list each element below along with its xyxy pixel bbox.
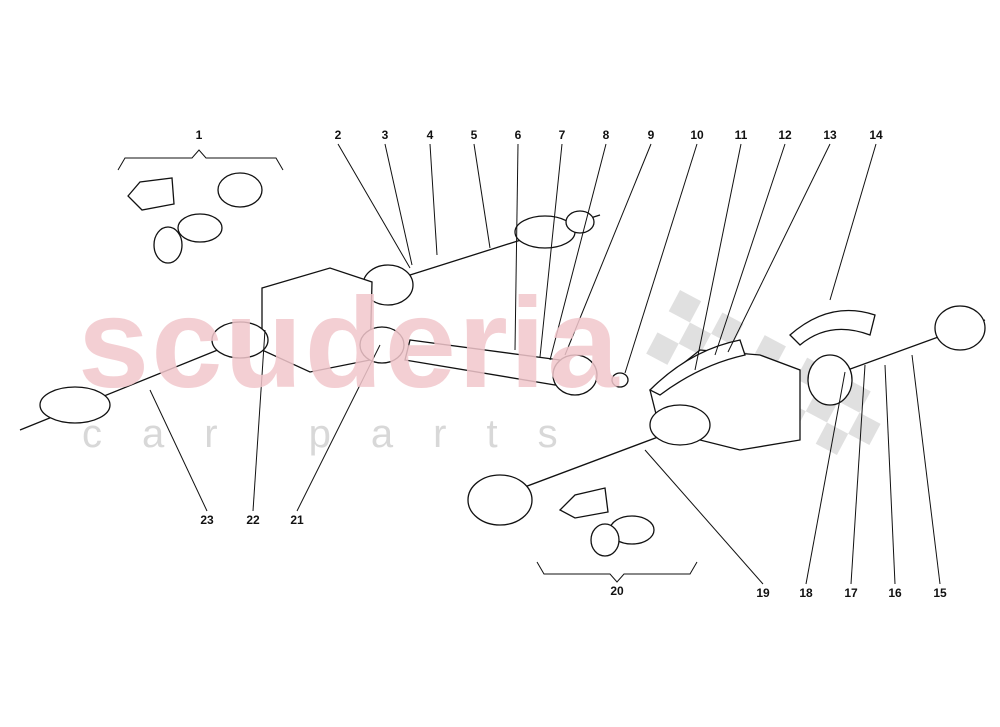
part-label-20: 20 xyxy=(610,584,624,598)
part-label-1: 1 xyxy=(195,128,203,142)
heat-shield-2 xyxy=(789,309,876,346)
part-label-16: 16 xyxy=(888,586,902,600)
part-label-19: 19 xyxy=(756,586,770,600)
part-label-7: 7 xyxy=(558,128,566,142)
part-label-15: 15 xyxy=(933,586,947,600)
part-label-8: 8 xyxy=(602,128,610,142)
part-label-11: 11 xyxy=(734,128,748,142)
bracket-20 xyxy=(536,561,698,583)
heat-shield xyxy=(648,339,746,396)
bracket-1 xyxy=(117,149,284,171)
part-label-18: 18 xyxy=(799,586,813,600)
part-label-3: 3 xyxy=(381,128,389,142)
part-label-2: 2 xyxy=(334,128,342,142)
part-label-13: 13 xyxy=(823,128,837,142)
part-label-5: 5 xyxy=(470,128,478,142)
part-label-14: 14 xyxy=(869,128,883,142)
part-label-6: 6 xyxy=(514,128,522,142)
part-label-21: 21 xyxy=(290,513,304,527)
grease-tube xyxy=(127,177,175,211)
part-label-23: 23 xyxy=(200,513,214,527)
front-differential xyxy=(261,267,373,373)
part-label-9: 9 xyxy=(647,128,655,142)
part-label-12: 12 xyxy=(778,128,792,142)
part-label-4: 4 xyxy=(426,128,434,142)
part-label-22: 22 xyxy=(246,513,260,527)
part-label-10: 10 xyxy=(690,128,704,142)
part-label-17: 17 xyxy=(844,586,858,600)
